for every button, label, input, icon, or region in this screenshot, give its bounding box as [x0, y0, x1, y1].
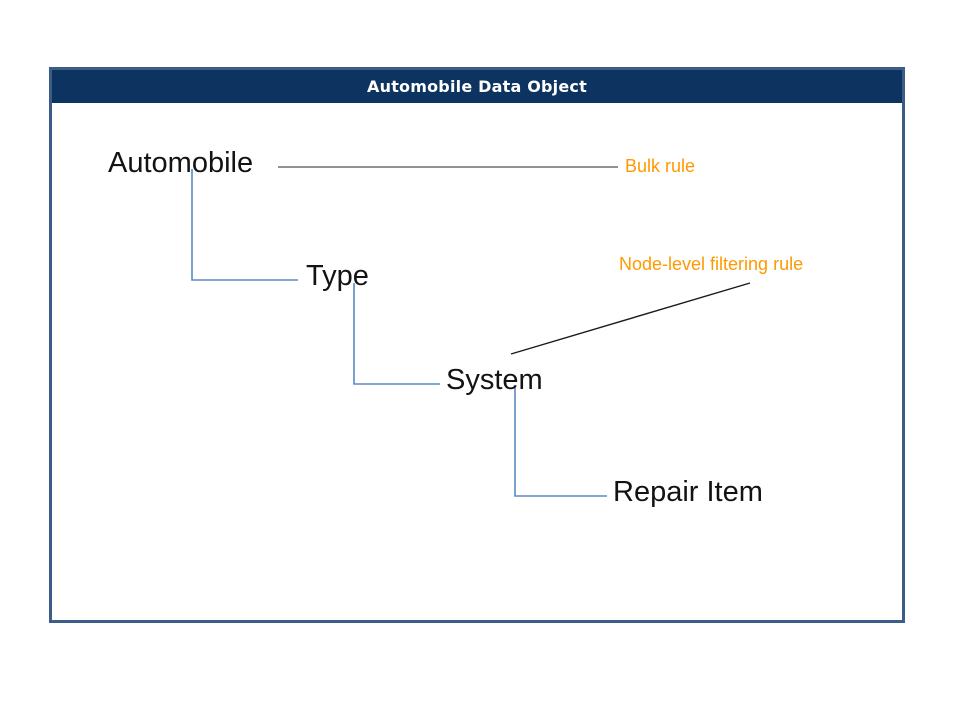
- connector-automobile-to-type: [191, 169, 298, 281]
- tree-node-system[interactable]: System: [446, 364, 543, 396]
- annotation-bulk-rule: Bulk rule: [625, 156, 696, 176]
- window-title: Automobile Data Object: [367, 77, 587, 96]
- leader-line-node-filtering-rule: [510, 282, 751, 355]
- connector-layer: [191, 166, 751, 497]
- annotation-node-level-filtering-rule: Node-level filtering rule: [619, 254, 804, 274]
- connector-type-to-system: [353, 283, 440, 385]
- tree-node-automobile[interactable]: Automobile: [108, 147, 254, 179]
- tree-node-type[interactable]: Type: [306, 260, 369, 292]
- tree-node-repair-item[interactable]: Repair Item: [613, 476, 763, 508]
- window-title-bar: Automobile Data Object: [52, 70, 902, 103]
- connector-system-to-repair-item: [514, 387, 607, 497]
- diagram-surface: Automobile Type System Repair Item Bulk …: [52, 103, 902, 620]
- diagram-window: Automobile Data Object Automobile Type S…: [49, 67, 905, 623]
